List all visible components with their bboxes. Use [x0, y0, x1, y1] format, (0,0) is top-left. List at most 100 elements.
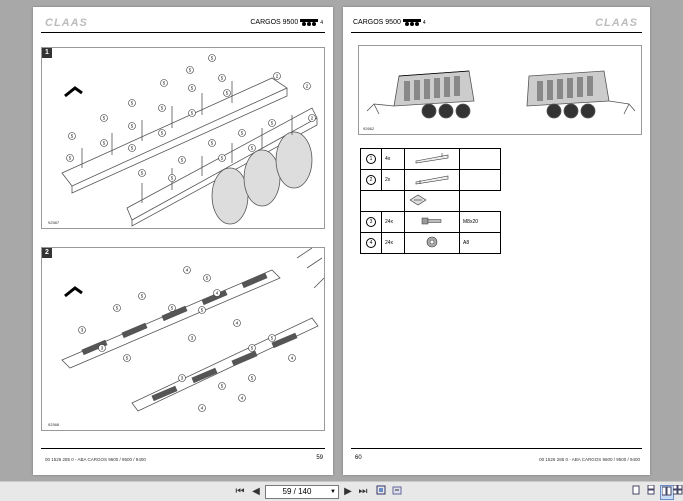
- callout-label: 3: [81, 328, 84, 333]
- part-spec: [459, 148, 501, 170]
- callout-label: 5: [141, 171, 144, 176]
- parts-row: [360, 190, 501, 212]
- callout-circle: [188, 84, 196, 92]
- callout-circle: [198, 404, 206, 412]
- figure-ref: 92588: [48, 422, 60, 427]
- callout-circle: [208, 54, 216, 62]
- first-page-button[interactable]: ⏮: [235, 486, 245, 497]
- callout-circle: [138, 292, 146, 300]
- claas-logo: CLAAS: [595, 17, 638, 29]
- two-page-continuous-icon[interactable]: [672, 484, 683, 498]
- callout-circle: [203, 274, 211, 282]
- callout-label: 5: [161, 106, 164, 111]
- next-page-button[interactable]: ▶: [344, 486, 352, 497]
- callout-label: 5: [171, 176, 174, 181]
- wear-strip: [81, 339, 108, 356]
- callout-label: 5: [251, 376, 254, 381]
- part-image: [404, 148, 460, 170]
- callout-circle: [238, 394, 246, 402]
- callout-label: 5: [103, 141, 106, 146]
- callout-circle: [113, 304, 121, 312]
- callout-circle: [168, 174, 176, 182]
- rotate-icon[interactable]: [391, 485, 403, 498]
- callout-circle: [168, 304, 176, 312]
- part-number: 2: [366, 175, 376, 185]
- callout-label: 5: [221, 156, 224, 161]
- continuous-icon[interactable]: [645, 484, 657, 498]
- callout-label: 5: [211, 141, 214, 146]
- part-image: [404, 190, 460, 212]
- callout-circle: [128, 99, 136, 107]
- model-superscript: 4: [422, 19, 426, 26]
- callout-circle: [100, 114, 108, 122]
- callout-circle: [183, 266, 191, 274]
- callout-label: 5: [131, 146, 134, 151]
- callout-label: 4: [236, 321, 239, 326]
- callout-label: 5: [221, 76, 224, 81]
- wagon-drawing: [366, 70, 636, 119]
- callout-circle: [186, 66, 194, 74]
- single-page-icon[interactable]: [630, 485, 642, 498]
- callout-label: 4: [241, 396, 244, 401]
- part-image: [404, 169, 460, 191]
- figure-number: 2: [42, 248, 52, 258]
- callout-circle: [218, 154, 226, 162]
- callout-circle: [178, 374, 186, 382]
- callout-label: 5: [191, 111, 194, 116]
- callout-label: 5: [251, 346, 254, 351]
- callout-circle: [188, 109, 196, 117]
- callout-circle: [160, 79, 168, 87]
- two-page-icon[interactable]: [660, 485, 674, 500]
- callout-label: 5: [251, 146, 254, 151]
- callout-label: 4: [216, 291, 219, 296]
- callout-circle: [248, 344, 256, 352]
- callout-label: 5: [126, 356, 129, 361]
- callout-label: 4: [201, 406, 204, 411]
- last-page-button[interactable]: ⏭: [358, 486, 368, 497]
- callout-label: 5: [131, 124, 134, 129]
- page-display: 59 / 140: [282, 487, 312, 496]
- footer-text: 00 1526 285 0 - ABA CARGOS 9600 / 9500 /…: [45, 457, 146, 462]
- claas-logo: CLAAS: [45, 17, 88, 29]
- callout-label: 3: [101, 346, 104, 351]
- figure-ref: 92587: [48, 220, 60, 225]
- callout-label: 4: [186, 268, 189, 273]
- callout-label: 3: [191, 336, 194, 341]
- figure-ref: 92662: [363, 126, 375, 131]
- callout-label: 5: [201, 308, 204, 313]
- callout-label: 5: [189, 68, 192, 73]
- model-text: CARGOS 9500: [250, 19, 299, 26]
- fit-page-icon[interactable]: [375, 485, 387, 498]
- callout-circle: [123, 354, 131, 362]
- callout-label: 5: [116, 306, 119, 311]
- page-number: 59: [316, 455, 323, 461]
- direction-arrow: [64, 286, 83, 298]
- part-image: [404, 211, 460, 233]
- callout-circle: [66, 154, 74, 162]
- callout-circle: [98, 344, 106, 352]
- callout-label: 5: [171, 306, 174, 311]
- callout-circle: [218, 382, 226, 390]
- washer-icon: [426, 236, 438, 248]
- model-heading: CARGOS 9500 4: [250, 19, 323, 26]
- previous-page-button[interactable]: ◀: [252, 486, 260, 497]
- part-qty: 2x: [381, 169, 405, 191]
- axle-icon: [300, 19, 319, 26]
- callout-label: 5: [69, 156, 72, 161]
- tools-kit-icon: [409, 194, 427, 206]
- part-number: 1: [366, 154, 376, 164]
- callout-circle: [208, 139, 216, 147]
- header-rule: [41, 32, 325, 33]
- page-selector[interactable]: 59 / 140 ▼: [265, 485, 339, 499]
- callout-circle: [100, 139, 108, 147]
- model-heading: CARGOS 9500 4: [353, 19, 426, 26]
- callout-label: 2: [311, 116, 314, 121]
- callout-label: 2: [306, 84, 309, 89]
- short-bracket-icon: [415, 175, 449, 185]
- part-spec: A8: [459, 232, 501, 254]
- callout-circle: [138, 169, 146, 177]
